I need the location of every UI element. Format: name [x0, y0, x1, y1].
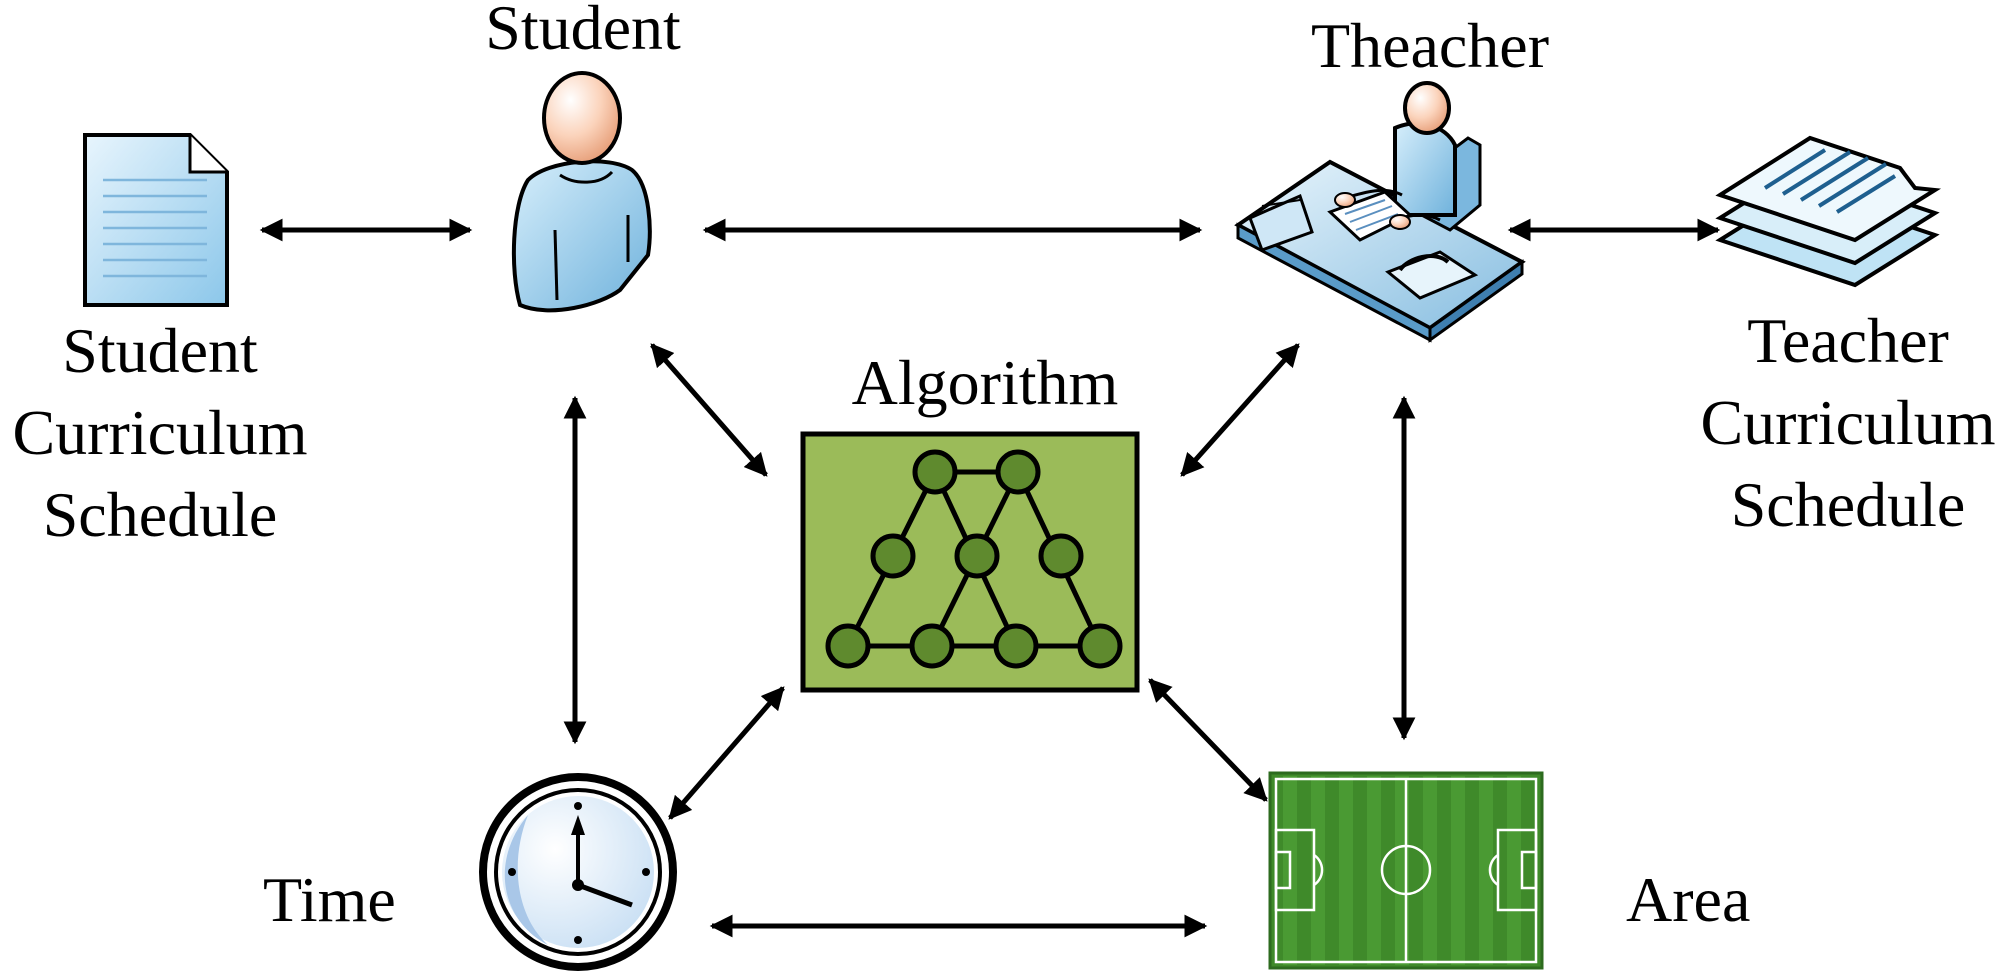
arrow-algorithm-area: [1148, 678, 1268, 802]
arrow-student-algorithm: [650, 343, 768, 477]
algorithm-icon: [800, 431, 1140, 693]
soccer-field-icon: [1268, 771, 1544, 970]
teacher-schedule-line-3: Schedule: [1730, 469, 1966, 540]
arrow-teacher-algorithm: [1180, 343, 1300, 477]
area-label: Area: [1626, 864, 1751, 935]
student-person-icon: [511, 71, 652, 313]
stacked-documents-icon: [1715, 135, 1942, 288]
arrows: [259, 218, 1721, 938]
teacher-label: Theacher: [1310, 10, 1550, 81]
student-schedule-line-3: Schedule: [42, 479, 278, 550]
arrow-algorithm-time: [668, 686, 785, 820]
teacher-schedule-line-1: Teacher: [1747, 305, 1949, 376]
student-schedule-line-1: Student: [62, 315, 258, 386]
time-label: Time: [263, 864, 396, 935]
teacher-at-desk-icon: [1234, 81, 1526, 343]
student-schedule-label: Student Curriculum Schedule: [0, 310, 320, 556]
teacher-schedule-line-2: Curriculum: [1700, 387, 1996, 458]
clock-icon: [479, 773, 677, 971]
algorithm-label: Algorithm: [851, 347, 1119, 418]
student-label: Student: [485, 0, 681, 63]
document-icon: [83, 133, 229, 307]
teacher-schedule-label: Teacher Curriculum Schedule: [1688, 300, 2008, 546]
student-schedule-line-2: Curriculum: [12, 397, 308, 468]
